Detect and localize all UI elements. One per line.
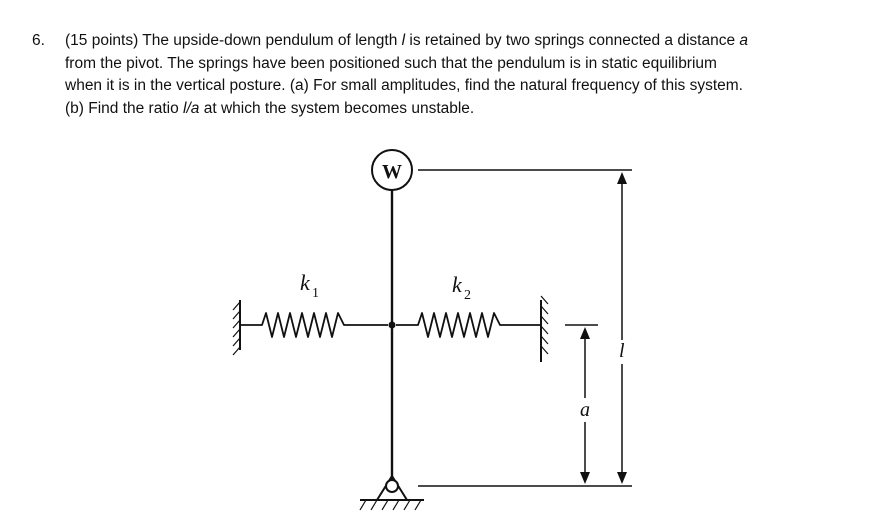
pivot-triangle [376, 474, 408, 501]
problem-line-1: (15 points) The upside-down pendulum of … [65, 30, 832, 53]
problem-line-4-text-a: (b) Find the ratio [65, 99, 184, 117]
dimension-distance: a [574, 327, 596, 484]
problem-number: 6. [32, 32, 45, 49]
right-wall-hatch [540, 295, 549, 355]
problem-line-1-text-a: (15 points) The upside-down pendulum of … [65, 32, 402, 49]
dim-distance-arrow-top [580, 327, 590, 339]
problem-line-2: from the pivot. The springs have been po… [65, 54, 717, 72]
problem-line-1-text-b: is retained by two springs connected a d… [405, 32, 740, 49]
spring-left-subscript: 1 [312, 286, 319, 301]
pivot-support [359, 474, 424, 511]
dim-length-label: l [619, 340, 625, 362]
mass-label: W [382, 161, 402, 183]
problem-line-4-text-b: at which the system becomes unstable. [199, 99, 475, 117]
left-wall-hatch [232, 301, 241, 356]
pivot-ground-hatch [359, 499, 422, 511]
problem-text: (15 points) The upside-down pendulum of … [65, 30, 832, 120]
problem-line-4-ratio: l/a [183, 99, 200, 117]
pivot-pin [385, 479, 399, 493]
problem-line-1-var-a: a [739, 32, 749, 49]
spring-right-label: k [452, 272, 463, 297]
dimension-length: l [612, 172, 632, 484]
dim-length-arrow-top [617, 172, 627, 184]
problem-line-4: (b) Find the ratio l/a at which the syst… [65, 98, 832, 121]
problem-line-1-var-l: l [401, 32, 406, 49]
spring-right-subscript: 2 [464, 288, 471, 303]
spring-attachment [388, 321, 396, 329]
dim-length-label-bg [612, 340, 632, 364]
left-wall [232, 300, 241, 356]
dim-distance-label: a [580, 399, 590, 421]
dim-distance-arrow-bottom [580, 472, 590, 484]
right-wall [540, 295, 549, 362]
dim-distance-label-bg [574, 398, 596, 422]
problem-statement: 6. (15 points) The upside-down pendulum … [32, 30, 832, 120]
spring-left-label: k [300, 270, 311, 295]
spring-right [396, 312, 541, 338]
spring-left [240, 312, 388, 338]
problem-line-3: when it is in the vertical posture. (a) … [65, 77, 743, 94]
mass-circle [371, 149, 413, 191]
dim-length-arrow-bottom [617, 472, 627, 484]
